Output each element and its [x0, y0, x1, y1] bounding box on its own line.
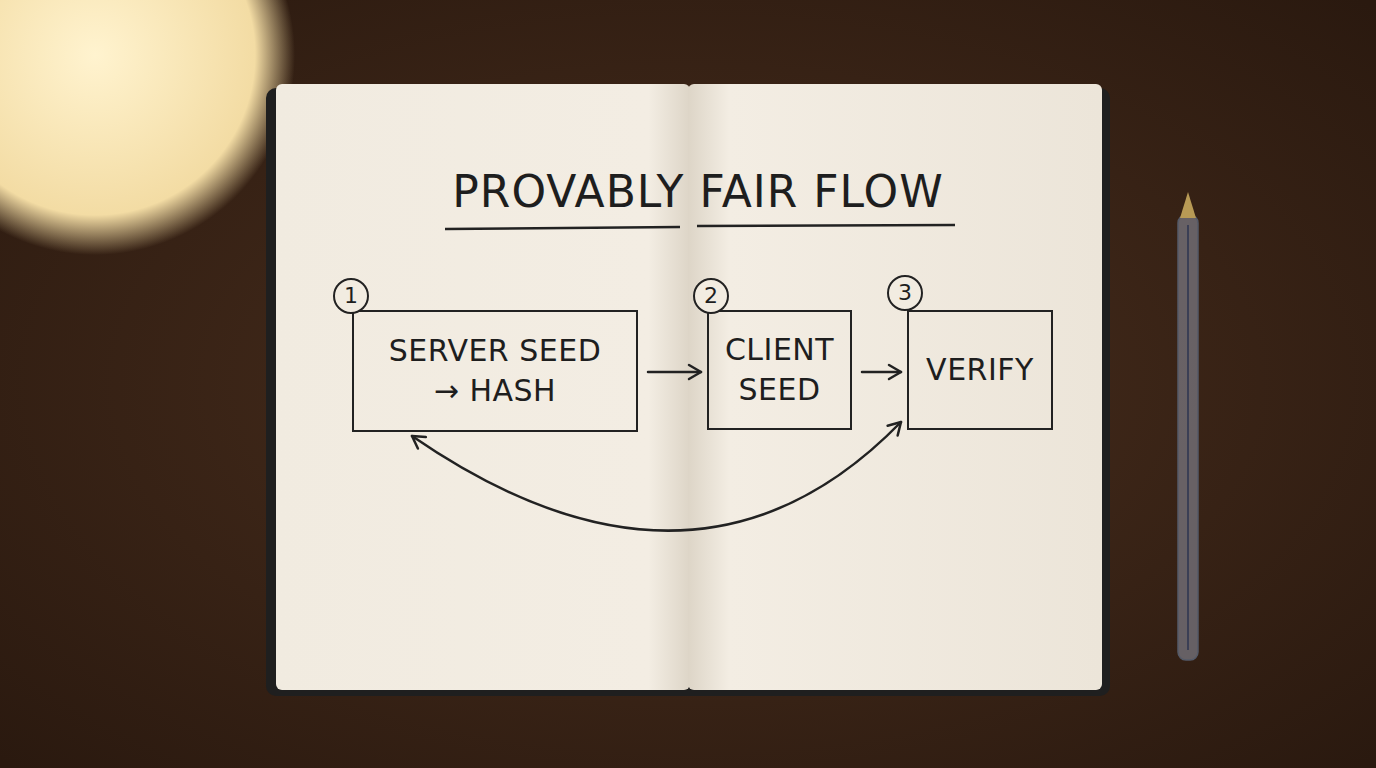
lamp-glow	[0, 0, 295, 255]
callout-number: 1	[333, 278, 369, 314]
box-label: VERIFY	[926, 350, 1034, 390]
diagram-title: PROVABLY FAIR FLOW	[452, 166, 943, 217]
pen-tip	[1180, 192, 1196, 218]
callout-number: 2	[693, 278, 729, 314]
process-box: SERVER SEED → HASH	[352, 310, 638, 432]
pen-body	[1178, 215, 1198, 660]
title-underline	[697, 225, 955, 226]
process-box: VERIFY	[907, 310, 1053, 430]
flow-arrow	[648, 371, 701, 374]
title-underline	[445, 227, 680, 229]
pen-refill	[1187, 225, 1189, 650]
process-box: CLIENT SEED	[707, 310, 852, 430]
box-label: CLIENT SEED	[712, 330, 847, 410]
flow-arrow	[412, 422, 901, 531]
box-label: SERVER SEED → HASH	[380, 331, 610, 411]
callout-number: 3	[887, 275, 923, 311]
flow-arrow	[862, 371, 901, 374]
